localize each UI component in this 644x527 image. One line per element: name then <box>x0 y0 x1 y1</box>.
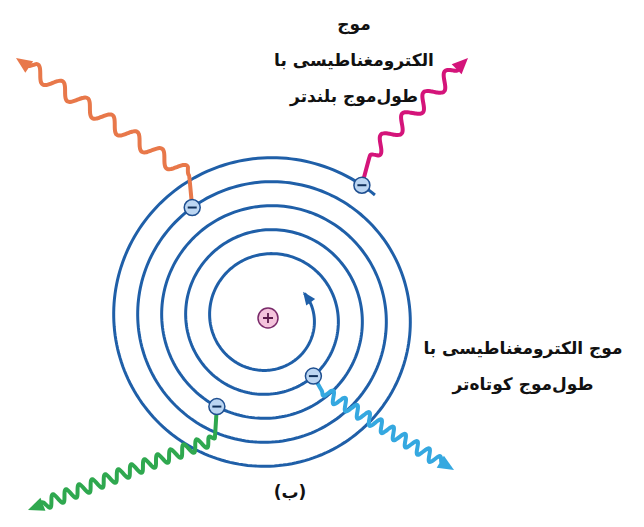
wave-arrowhead <box>16 58 33 73</box>
wave-label: موج الکترومغناطیسی با طول‌موج کوتاه‌تر <box>410 330 636 402</box>
minus-sign <box>212 406 221 408</box>
electron <box>209 399 225 415</box>
electron <box>354 177 370 193</box>
minus-sign <box>188 207 197 209</box>
electron <box>184 200 200 216</box>
long-wave <box>26 64 192 208</box>
minus-sign <box>309 375 318 377</box>
spiral-orbit <box>114 158 411 467</box>
wave-arrowhead <box>437 456 454 470</box>
short-wave <box>39 407 217 508</box>
figure-label: (ب) <box>262 474 318 510</box>
minus-sign <box>357 184 366 186</box>
electron <box>305 368 321 384</box>
orbit-arrowhead <box>303 292 315 306</box>
short-wave <box>313 376 442 464</box>
wave-arrowhead <box>28 498 45 511</box>
wave-arrowhead <box>452 58 468 74</box>
wave-label: موج الکترومغناطیسی با طول‌موج بلندتر <box>268 6 440 114</box>
nucleus <box>258 308 278 328</box>
long-wave <box>362 67 460 186</box>
plus-sign <box>263 313 273 323</box>
